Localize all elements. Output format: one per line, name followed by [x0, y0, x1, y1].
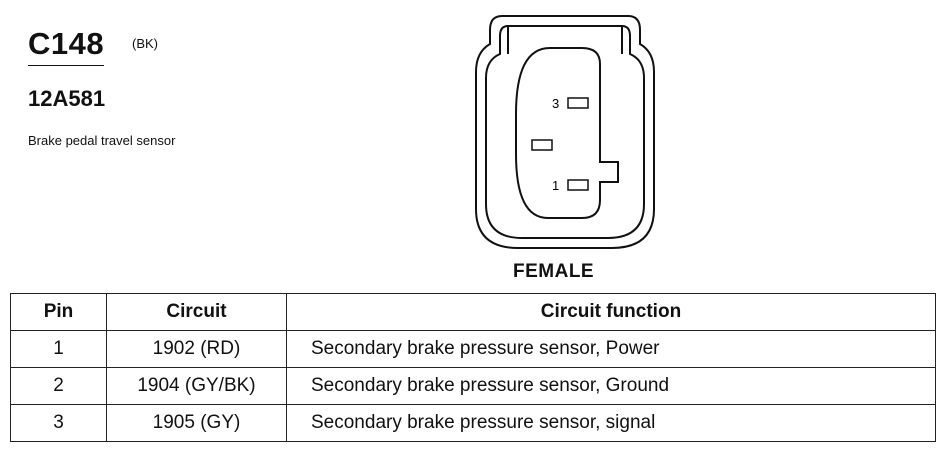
- pin-3-terminal: [567, 97, 589, 109]
- housing-inner-outline: [485, 25, 645, 239]
- cell-circuit-function: Secondary brake pressure sensor, Power: [286, 330, 936, 368]
- connector-id: C148: [28, 26, 105, 66]
- cell-pin: 1: [10, 330, 107, 368]
- table-row: 2 1904 (GY/BK) Secondary brake pressure …: [10, 367, 936, 405]
- connector-face-drawing: 3 1: [475, 15, 655, 249]
- pin-2-terminal: [531, 139, 553, 151]
- cell-circuit: 1905 (GY): [106, 404, 287, 442]
- pin-1-label: 1: [552, 178, 559, 193]
- part-number: 12A581: [28, 86, 106, 111]
- component-description: Brake pedal travel sensor: [28, 133, 176, 148]
- header-circuit: Circuit: [106, 293, 287, 331]
- pin-3-label: 3: [552, 96, 559, 111]
- pinout-table: Pin Circuit Circuit function 1 1902 (RD)…: [10, 293, 936, 442]
- table-row: 3 1905 (GY) Secondary brake pressure sen…: [10, 404, 936, 442]
- cell-pin: 3: [10, 404, 107, 442]
- cell-circuit: 1902 (RD): [106, 330, 287, 368]
- connector-view-label: FEMALE: [513, 261, 595, 282]
- cell-circuit-function: Secondary brake pressure sensor, signal: [286, 404, 936, 442]
- cell-circuit-function: Secondary brake pressure sensor, Ground: [286, 367, 936, 405]
- cell-pin: 2: [10, 367, 107, 405]
- cell-circuit: 1904 (GY/BK): [106, 367, 287, 405]
- terminal-cavity-outline: [515, 47, 619, 219]
- header-circuit-function: Circuit function: [286, 293, 936, 331]
- table-row: 1 1902 (RD) Secondary brake pressure sen…: [10, 330, 936, 368]
- table-header-row: Pin Circuit Circuit function: [10, 293, 936, 331]
- pin-1-terminal: [567, 179, 589, 191]
- header-pin: Pin: [10, 293, 107, 331]
- connector-color-code: (BK): [132, 36, 158, 51]
- housing-outer-outline: [475, 15, 655, 249]
